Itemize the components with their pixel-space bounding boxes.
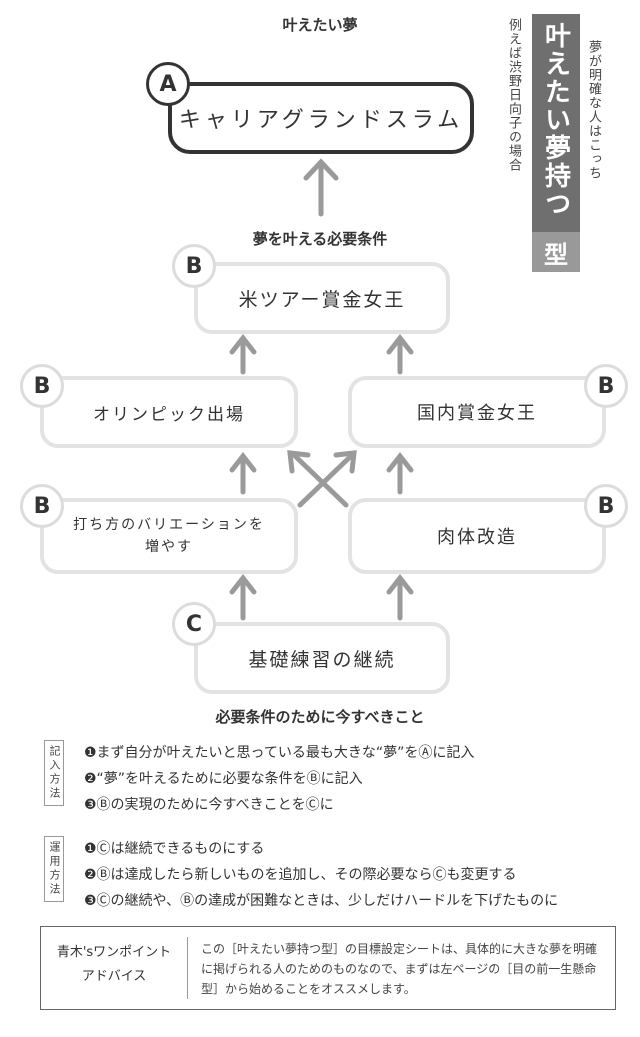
- entry-step-1: ❶まず自分が叶えたいと思っている最も大きな“夢”をⒶに記入: [84, 745, 475, 761]
- type-suffix: 型: [532, 232, 580, 272]
- advice-box: 青木'sワンポイント アドバイス この［叶えたい夢持つ型］の目標設定シートは、具…: [40, 926, 616, 1010]
- action-box-c: 基礎練習の継続: [194, 622, 450, 694]
- condition-left2-line1: 打ち方のバリエーションを: [73, 517, 265, 533]
- badge-b-left1: B: [20, 364, 64, 408]
- usage-step-1: ❶Ⓒは継続できるものにする: [84, 841, 265, 857]
- condition-box-right1: 国内賞金女王: [348, 376, 606, 448]
- advice-body: この［叶えたい夢持つ型］の目標設定シートは、具体的に大きな夢を明確に掲げられる人…: [201, 942, 598, 996]
- actions-label: 必要条件のために今すべきこと: [215, 708, 425, 726]
- advice-divider: [187, 937, 188, 999]
- advice-title: 青木'sワンポイント アドバイス: [41, 941, 187, 989]
- entry-method-label: 記入方法: [44, 740, 64, 806]
- condition-box-right2: 肉体改造: [348, 498, 606, 574]
- condition-right2-text: 肉体改造: [437, 527, 517, 548]
- clear-dream-note: 夢が明確な人はこっち: [586, 40, 601, 180]
- entry-step-2: ❷“夢”を叶えるために必要な条件をⒷに記入: [84, 771, 363, 787]
- usage-method-label: 運用方法: [44, 836, 64, 902]
- type-title: 叶えたい夢持つ: [532, 14, 580, 232]
- condition-box-left2: 打ち方のバリエーションを 増やす: [40, 498, 298, 574]
- dream-box-a: キャリアグランドスラム: [168, 82, 474, 154]
- condition-top-text: 米ツアー賞金女王: [238, 288, 406, 311]
- badge-b-right2: B: [584, 484, 628, 528]
- usage-step-2: ❷Ⓑは達成したら新しいものを追加し、その際必要ならⒸも変更する: [84, 867, 517, 883]
- badge-b-top: B: [172, 244, 216, 288]
- example-note: 例えば渋野日向子の場合: [506, 18, 521, 172]
- action-c-text: 基礎練習の継続: [248, 648, 396, 671]
- advice-title-line1: 青木'sワンポイント: [56, 945, 172, 960]
- condition-box-left1: オリンピック出場: [40, 376, 298, 448]
- condition-right1-text: 国内賞金女王: [417, 403, 537, 424]
- dream-a-text: キャリアグランドスラム: [178, 108, 464, 133]
- arrowhead-a: [303, 158, 339, 181]
- arrow-cross-left: [291, 452, 349, 508]
- usage-step-3: ❸Ⓒの継続や、Ⓑの達成が困難なときは、少しだけハードルを下げたものに: [84, 893, 559, 909]
- badge-b-left2: B: [20, 484, 64, 528]
- condition-box-top: 米ツアー賞金女王: [194, 262, 450, 334]
- badge-c: C: [172, 602, 216, 646]
- condition-left1-text: オリンピック出場: [93, 404, 245, 425]
- conditions-label: 夢を叶える必要条件: [252, 230, 388, 248]
- condition-left2-line2: 増やす: [145, 539, 193, 555]
- advice-title-line2: アドバイス: [81, 969, 147, 984]
- badge-a: A: [146, 62, 190, 106]
- entry-step-3: ❸Ⓑの実現のために今すべきことをⒸに: [84, 797, 334, 813]
- badge-b-right1: B: [584, 364, 628, 408]
- connector-arrows: [229, 158, 414, 621]
- dream-label: 叶えたい夢: [282, 16, 358, 34]
- arrow-cross-right: [297, 452, 355, 508]
